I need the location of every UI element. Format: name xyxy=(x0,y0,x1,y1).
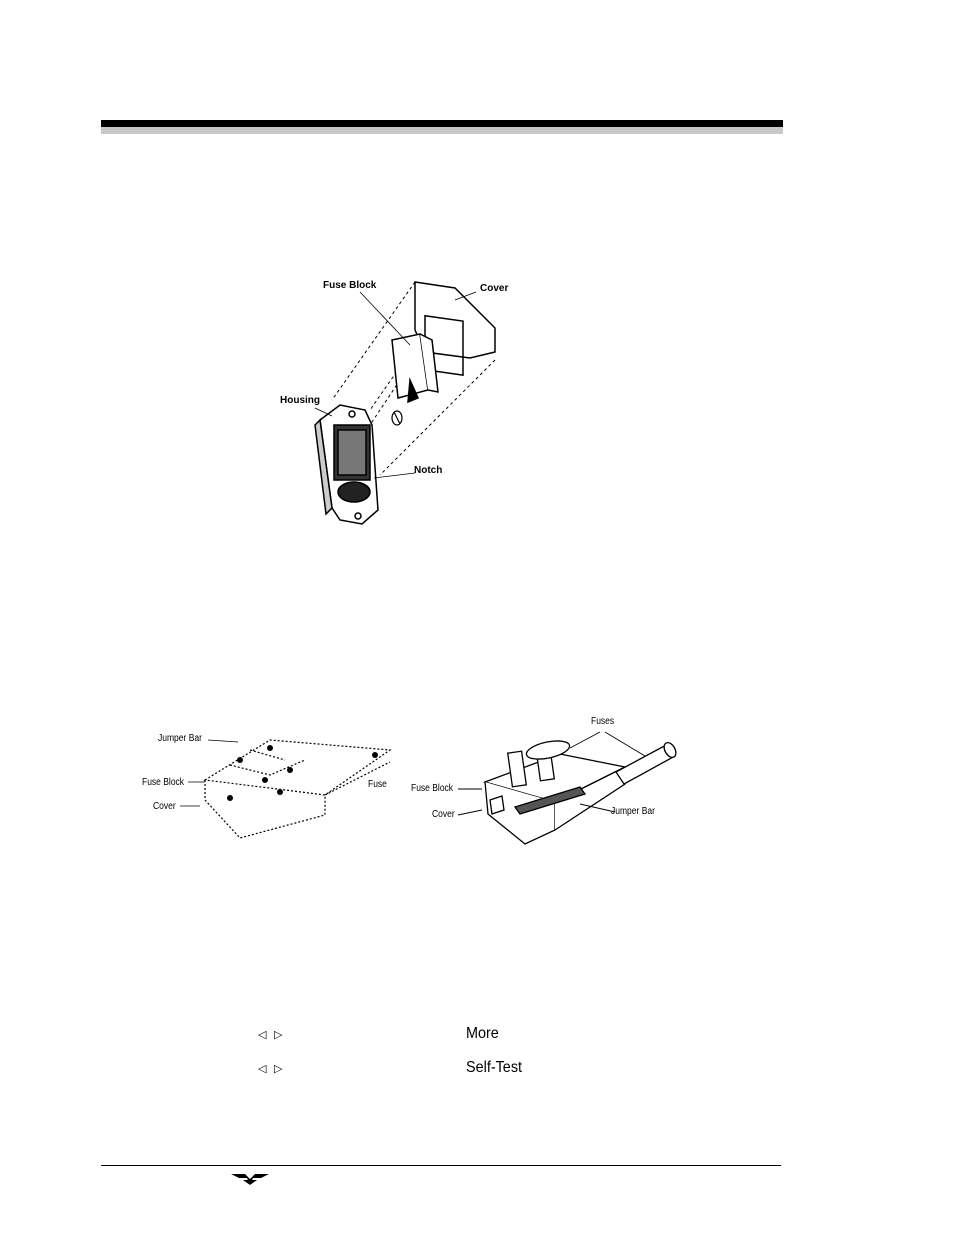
fuse-block-label: Fuse Block xyxy=(323,280,377,291)
notch-label: Notch xyxy=(414,465,443,476)
left-right-arrow-icon: ◁ ▷ xyxy=(258,1062,285,1075)
fuse-block-label-right: Fuse Block xyxy=(411,783,454,794)
cover-label: Cover xyxy=(480,283,509,294)
cover-label-left: Cover xyxy=(153,801,176,812)
footer-rule xyxy=(101,1165,781,1166)
jumper-bar-label-left: Jumper Bar xyxy=(158,733,202,744)
left-right-arrow-icon: ◁ ▷ xyxy=(258,1028,285,1041)
more-key-label: More xyxy=(466,1025,499,1042)
teledyne-logo-icon xyxy=(231,1172,269,1191)
jumper-bar-label-right: Jumper Bar xyxy=(611,806,655,817)
fuse-block-jumper-figure: Jumper Bar Fuse Block Cover Fuse xyxy=(140,720,400,845)
self-test-key-label: Self-Test xyxy=(466,1059,523,1076)
fuse-block-fuses-illustration xyxy=(457,731,677,845)
fuse-block-jumper-illustration xyxy=(180,739,392,839)
fuse-block-fuses-figure: Fuses Fuse Block Cover Jumper Bar xyxy=(410,712,690,852)
header-rule xyxy=(101,120,783,127)
fuse-block-label-left: Fuse Block xyxy=(142,777,185,788)
cover-label-right: Cover xyxy=(432,809,455,820)
header-rule-shadow xyxy=(101,127,783,134)
housing-label: Housing xyxy=(280,395,320,406)
fuses-label-right: Fuses xyxy=(591,716,615,727)
fuse-holder-illustration xyxy=(314,281,496,525)
fuse-holder-figure: Fuse Block Cover Housing Notch xyxy=(270,270,530,540)
key-row-more: ◁ ▷ More xyxy=(0,1025,954,1052)
fuse-label-left: Fuse xyxy=(368,779,387,790)
key-row-self-test: ◁ ▷ Self-Test xyxy=(0,1059,954,1086)
